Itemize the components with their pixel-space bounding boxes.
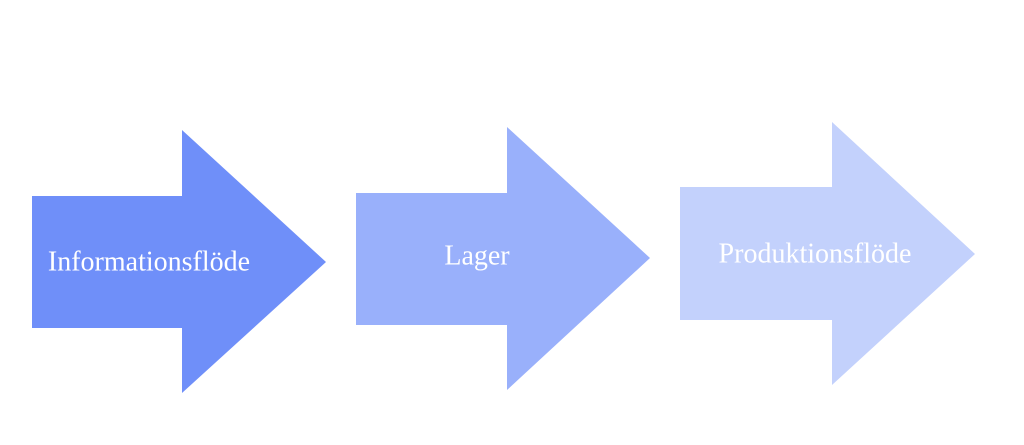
arrow-shape-informationsflode: [32, 130, 326, 393]
arrow-informationsflode: Informationsflöde: [32, 130, 326, 393]
arrow-label-informationsflode: Informationsflöde: [48, 246, 250, 277]
arrow-label-lager: Lager: [444, 240, 510, 271]
arrow-label-produktionsflode: Produktionsflöde: [719, 238, 912, 269]
arrow-shape-lager: [356, 127, 650, 390]
arrow-lager: Lager: [356, 127, 650, 390]
arrow-shape-produktionsflode: [680, 122, 975, 385]
arrow-produktionsflode: Produktionsflöde: [680, 122, 975, 385]
